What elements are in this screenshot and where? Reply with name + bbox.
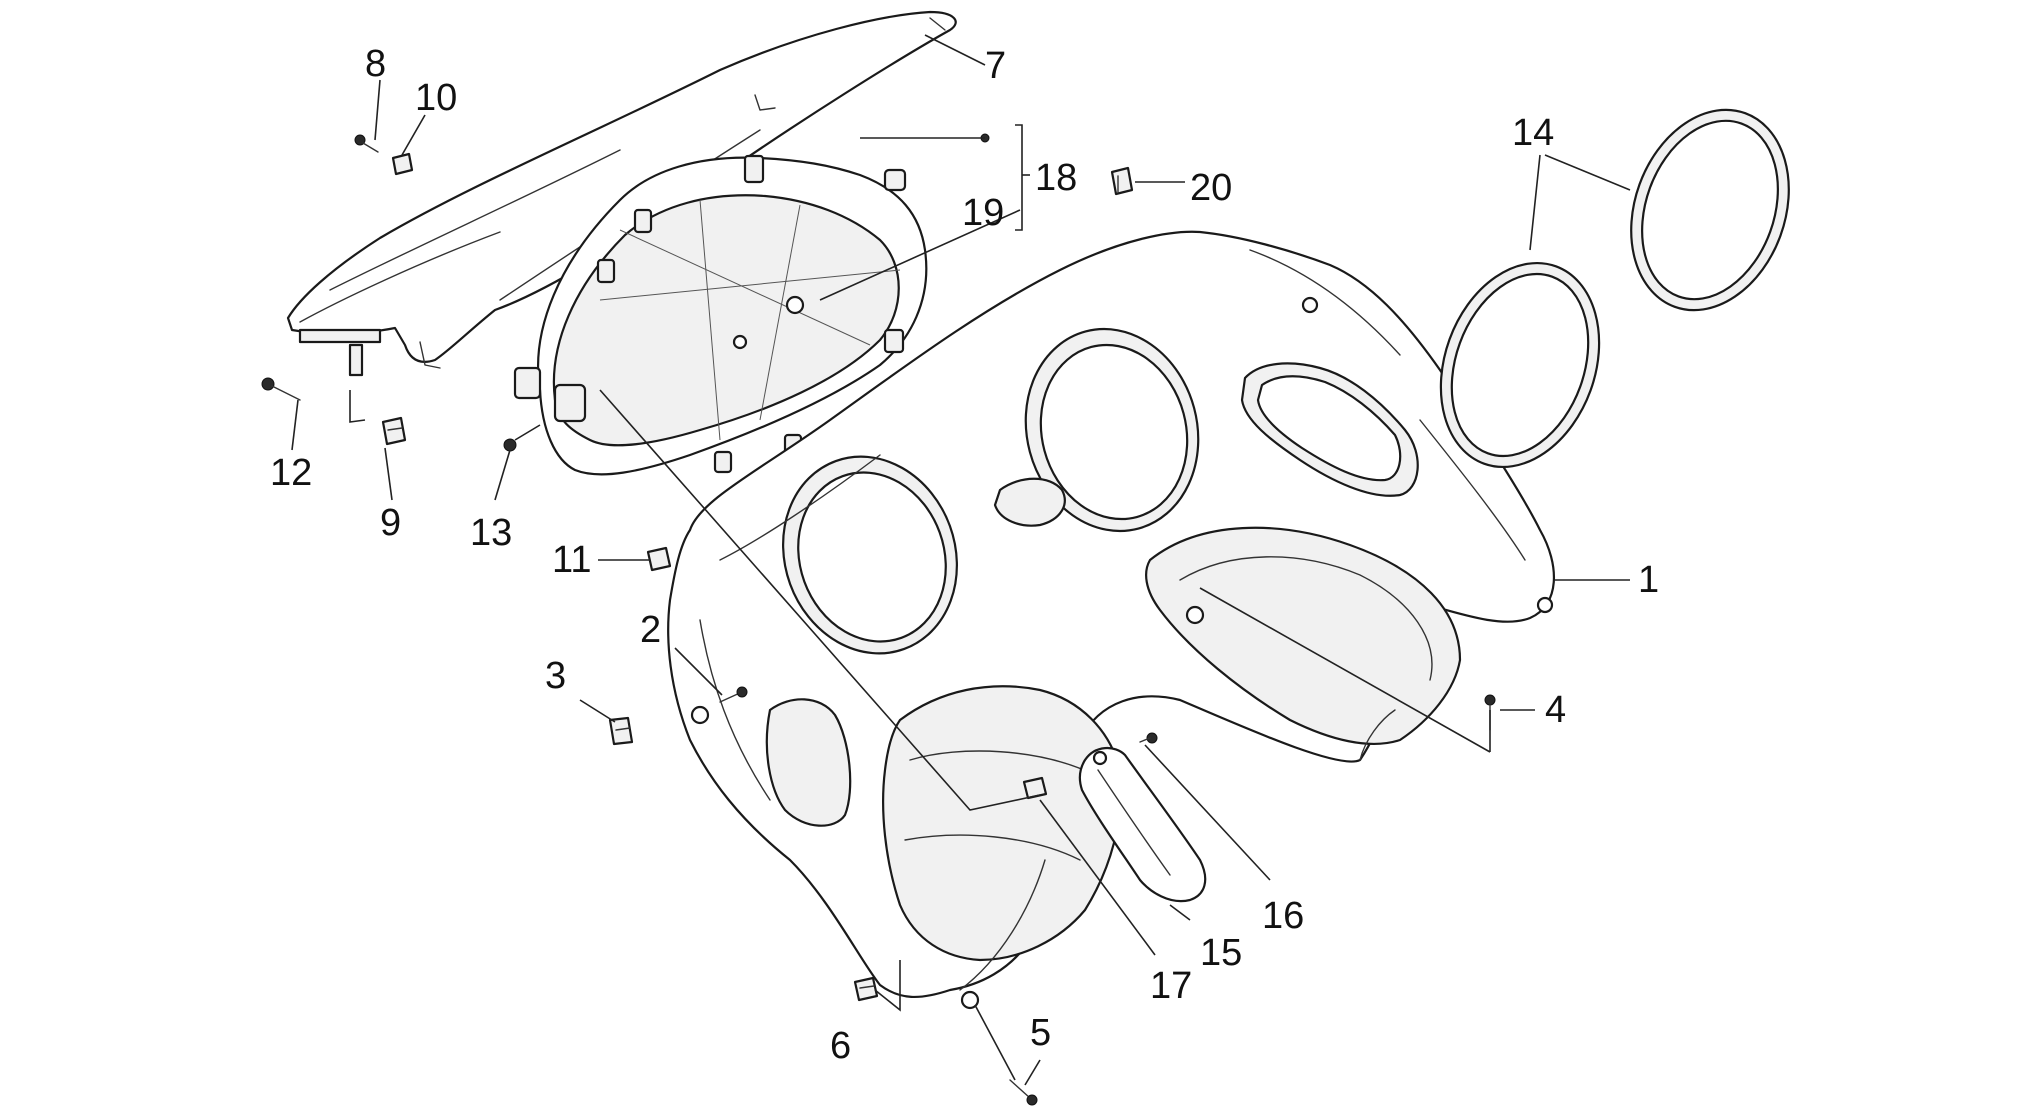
callout-16: 16 xyxy=(1262,895,1304,937)
callout-19: 19 xyxy=(962,192,1004,234)
part-5-screw xyxy=(1009,1079,1038,1106)
callout-11: 11 xyxy=(552,539,591,581)
callout-20: 20 xyxy=(1190,167,1232,209)
part-10-clip xyxy=(391,152,414,176)
part-13-screw xyxy=(503,438,517,452)
callout-9: 9 xyxy=(380,502,401,544)
part-1-dashboard-shell xyxy=(667,230,1556,1010)
part-2-screw xyxy=(719,686,748,703)
callout-10: 10 xyxy=(415,77,457,119)
callout-15: 15 xyxy=(1200,932,1242,974)
callout-8: 8 xyxy=(365,43,386,85)
callout-5: 5 xyxy=(1030,1012,1051,1054)
callout-1: 1 xyxy=(1638,559,1659,601)
part-6-clip xyxy=(853,976,879,1002)
callout-17: 17 xyxy=(1150,965,1192,1007)
callout-labels: 1 2 3 4 5 6 7 8 9 10 11 12 13 14 15 16 1… xyxy=(270,43,1659,1067)
callout-6: 6 xyxy=(830,1025,851,1067)
part-9-clip xyxy=(381,416,407,446)
part-3-clip xyxy=(608,716,634,746)
part-20-clip xyxy=(1110,166,1134,196)
part-11-clip xyxy=(646,546,672,572)
callout-2: 2 xyxy=(640,609,661,651)
part-15-side-flap xyxy=(1078,747,1207,903)
leader-lines xyxy=(291,34,1631,1086)
callout-13: 13 xyxy=(470,512,512,554)
part-8-screw xyxy=(354,134,379,153)
callout-4: 4 xyxy=(1545,689,1566,731)
part-16-screw xyxy=(1139,732,1158,744)
callout-3: 3 xyxy=(545,655,566,697)
callout-7: 7 xyxy=(985,45,1006,87)
part-12-screw xyxy=(261,377,301,401)
callout-14: 14 xyxy=(1512,112,1554,154)
part-17-clip xyxy=(1022,776,1048,800)
part-14-trim-rings xyxy=(1439,108,1790,469)
callout-12: 12 xyxy=(270,452,312,494)
callout-18: 18 xyxy=(1035,157,1077,199)
part-18-instrument-cluster xyxy=(513,154,928,476)
